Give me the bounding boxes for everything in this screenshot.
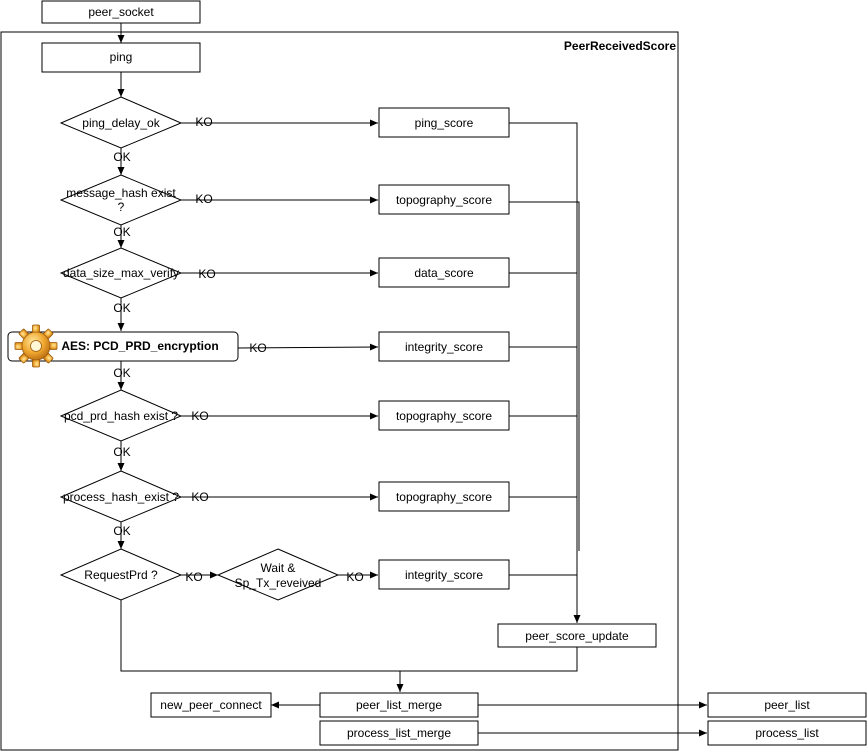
topography-score-node[interactable]: topography_score bbox=[378, 481, 510, 512]
ko-label: KO bbox=[191, 490, 208, 504]
svg-text:data_score: data_score bbox=[414, 266, 474, 280]
svg-text:message_hash exist: message_hash exist bbox=[66, 186, 176, 200]
svg-text:Wait &: Wait & bbox=[261, 561, 296, 575]
ko-label: KO bbox=[346, 570, 363, 584]
peer-socket-node[interactable]: peer_socket bbox=[41, 0, 201, 24]
ko-label: KO bbox=[185, 570, 202, 584]
request-prd-decision[interactable]: RequestPrd ? bbox=[59, 548, 183, 601]
process-hash-exist-decision[interactable]: process_hash_exist ? bbox=[59, 470, 183, 523]
ping-node[interactable]: ping bbox=[41, 42, 201, 73]
svg-text:topography_score: topography_score bbox=[396, 193, 492, 207]
data-score-node[interactable]: data_score bbox=[378, 257, 510, 288]
svg-text:ping_delay_ok: ping_delay_ok bbox=[82, 116, 160, 130]
integrity-score-node[interactable]: integrity_score bbox=[378, 331, 510, 362]
svg-text:topography_score: topography_score bbox=[396, 490, 492, 504]
edge-labels: OK OK OK OK OK OK KO KO KO KO KO KO KO K… bbox=[113, 115, 363, 584]
svg-text:process_list_merge: process_list_merge bbox=[347, 726, 451, 740]
peer-list-node[interactable]: peer_list bbox=[707, 692, 867, 718]
svg-text:peer_socket: peer_socket bbox=[88, 5, 154, 19]
svg-text:integrity_score: integrity_score bbox=[405, 340, 483, 354]
ok-label: OK bbox=[113, 301, 130, 315]
ok-label: OK bbox=[113, 445, 130, 459]
svg-text:integrity_score: integrity_score bbox=[405, 568, 483, 582]
pcd-prd-hash-exist-decision[interactable]: pcd_prd_hash exist ? bbox=[59, 389, 183, 442]
svg-text:peer_score_update: peer_score_update bbox=[525, 629, 629, 643]
group-title: PeerReceivedScore bbox=[564, 39, 676, 53]
svg-text:RequestPrd ?: RequestPrd ? bbox=[84, 568, 158, 582]
gear-icon bbox=[14, 324, 58, 368]
svg-text:AES: PCD_PRD_encryption: AES: PCD_PRD_encryption bbox=[61, 339, 218, 353]
data-size-max-verify-decision[interactable]: data_size_max_verify bbox=[59, 247, 183, 299]
svg-text:ping_score: ping_score bbox=[415, 116, 474, 130]
ok-label: OK bbox=[113, 150, 130, 164]
svg-text:process_list: process_list bbox=[755, 726, 819, 740]
svg-text:?: ? bbox=[118, 200, 125, 214]
svg-text:data_size_max_verify: data_size_max_verify bbox=[63, 266, 179, 280]
ok-label: OK bbox=[113, 366, 130, 380]
ping-delay-ok-decision[interactable]: ping_delay_ok bbox=[59, 96, 183, 149]
ko-label: KO bbox=[249, 341, 266, 355]
ok-label: OK bbox=[113, 524, 130, 538]
process-list-merge-node[interactable]: process_list_merge bbox=[319, 720, 479, 746]
ok-label: OK bbox=[113, 225, 130, 239]
topography-score-node[interactable]: topography_score bbox=[378, 400, 510, 431]
wait-sp-tx-decision[interactable]: Wait & Sp_Tx_reveived bbox=[216, 548, 340, 601]
svg-text:new_peer_connect: new_peer_connect bbox=[160, 698, 262, 712]
aes-encryption-node[interactable]: AES: PCD_PRD_encryption bbox=[7, 331, 239, 362]
topography-score-node[interactable]: topography_score bbox=[378, 184, 510, 215]
peer-received-score-group bbox=[0, 31, 679, 751]
ko-label: KO bbox=[191, 409, 208, 423]
svg-text:peer_list: peer_list bbox=[764, 698, 810, 712]
svg-text:process_hash_exist ?: process_hash_exist ? bbox=[63, 490, 179, 504]
edges bbox=[117, 23, 707, 737]
svg-text:peer_list_merge: peer_list_merge bbox=[356, 698, 442, 712]
svg-text:topography_score: topography_score bbox=[396, 409, 492, 423]
ko-label: KO bbox=[195, 192, 212, 206]
ko-label: KO bbox=[195, 115, 212, 129]
message-hash-exist-decision[interactable]: message_hash exist ? bbox=[59, 174, 183, 226]
svg-text:pcd_prd_hash exist ?: pcd_prd_hash exist ? bbox=[64, 409, 178, 423]
integrity-score-node[interactable]: integrity_score bbox=[378, 559, 510, 590]
ko-label: KO bbox=[198, 267, 215, 281]
new-peer-connect-node[interactable]: new_peer_connect bbox=[150, 692, 272, 718]
svg-text:Sp_Tx_reveived: Sp_Tx_reveived bbox=[235, 576, 322, 590]
peer-list-merge-node[interactable]: peer_list_merge bbox=[319, 692, 479, 718]
peer-score-update-node[interactable]: peer_score_update bbox=[497, 623, 657, 648]
ping-score-node[interactable]: ping_score bbox=[378, 107, 510, 138]
svg-text:ping: ping bbox=[110, 50, 133, 64]
process-list-node[interactable]: process_list bbox=[707, 720, 867, 746]
